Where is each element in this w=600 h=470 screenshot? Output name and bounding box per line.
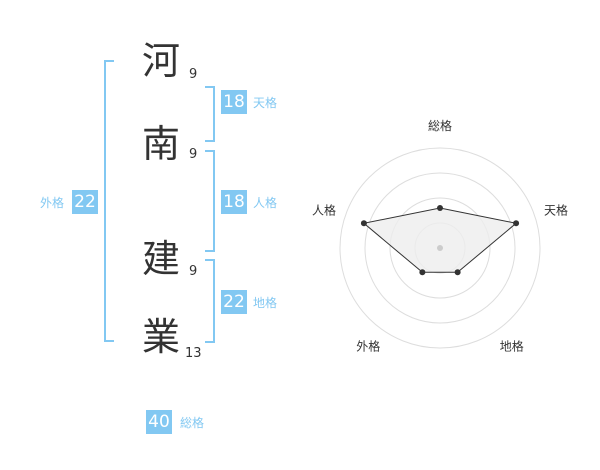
gaikaku-value: 22 <box>72 190 98 214</box>
radar-ring-3 <box>364 172 516 324</box>
chikaku-value: 22 <box>221 290 247 314</box>
soukaku-value: 40 <box>146 410 172 434</box>
stroke-count-4: 13 <box>185 346 202 361</box>
stroke-count-1: 9 <box>189 67 198 82</box>
tenkaku-label: 天格 <box>253 96 278 110</box>
radar-center-dot <box>437 245 443 251</box>
chikaku-bracket <box>205 259 215 343</box>
jinkaku-label: 人格 <box>253 196 278 210</box>
radar-point-3 <box>419 269 426 276</box>
radar-point-1 <box>513 220 520 227</box>
radar-point-0 <box>437 205 443 211</box>
name-char-3: 建 <box>142 237 181 281</box>
chikaku-label: 地格 <box>253 296 278 310</box>
stroke-count-3: 9 <box>189 264 198 279</box>
radar-point-4 <box>360 220 367 227</box>
radar-axis-label-4: 人格 <box>312 202 336 217</box>
tenkaku-bracket <box>205 86 215 142</box>
name-char-4: 業 <box>142 315 181 359</box>
jinkaku-value: 18 <box>221 190 247 214</box>
radar-axis-label-0: 総格 <box>428 118 452 133</box>
radar-series-area <box>362 207 518 273</box>
radar-axis-label-3: 外格 <box>356 339 380 354</box>
name-char-1: 河 <box>142 39 181 83</box>
radar-ring-4 <box>339 147 541 349</box>
gaikaku-bracket <box>104 60 114 342</box>
stroke-count-2: 9 <box>189 147 198 162</box>
jinkaku-bracket <box>205 150 215 252</box>
radar-point-2 <box>454 269 461 276</box>
radar-axis-label-2: 地格 <box>500 339 524 354</box>
radar-ring-2 <box>389 197 491 299</box>
name-char-2: 南 <box>142 122 181 166</box>
radar-axis-label-1: 天格 <box>544 202 568 217</box>
tenkaku-value: 18 <box>221 90 247 114</box>
soukaku-label: 総格 <box>180 416 205 430</box>
gaikaku-label: 外格 <box>40 196 65 210</box>
